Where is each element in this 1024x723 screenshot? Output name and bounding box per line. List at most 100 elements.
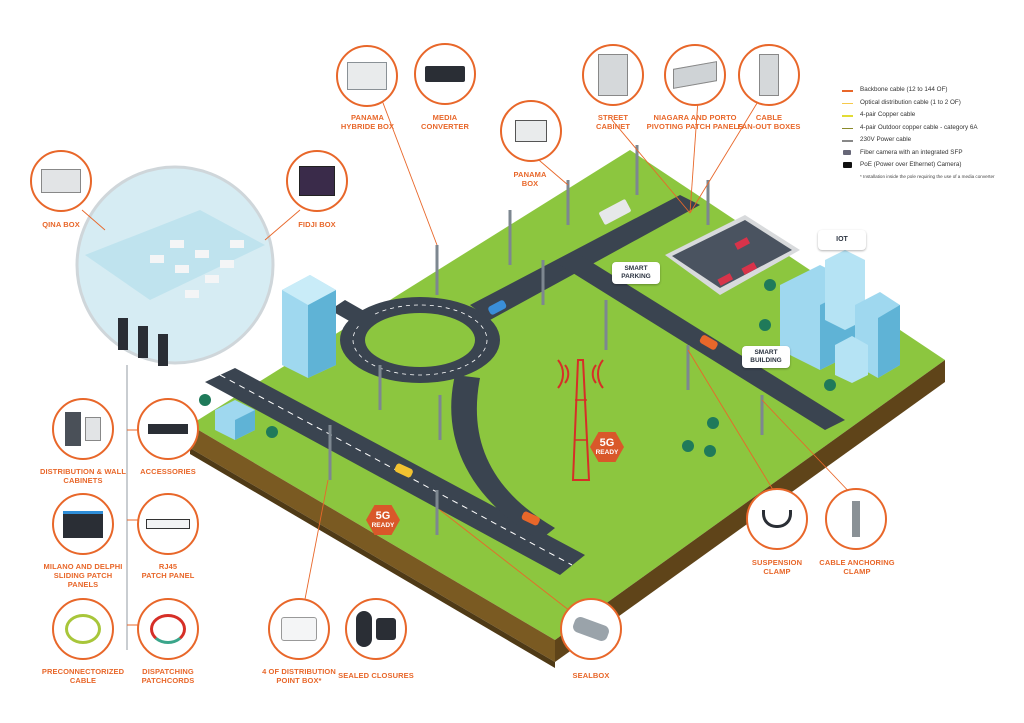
qina-label: QINA BOX	[42, 220, 80, 229]
panama-box-label: PANAMA BOX	[513, 170, 547, 188]
wall-cabinet-icon	[85, 417, 101, 441]
leader-lines	[81, 94, 856, 626]
sealed-closures-icon	[356, 611, 372, 647]
sealbox-label: SEALBOX	[572, 671, 610, 680]
cars	[394, 199, 718, 526]
legend-outdoor-copper: 4-pair Outdoor copper cable - category 6…	[842, 122, 1020, 135]
niagara-circle	[664, 44, 726, 106]
anchoring-clamp-label: CABLE ANCHORING CLAMP	[819, 558, 895, 576]
distribution-cabinets-circle	[52, 398, 114, 460]
accessories-circle	[137, 398, 199, 460]
suspension-clamp-label: SUSPENSION CLAMP	[751, 558, 803, 576]
5g-ready-sub: READY	[595, 448, 619, 456]
suspension-clamp-circle	[746, 488, 808, 550]
legend-label: Optical distribution cable (1 to 2 OF)	[860, 98, 961, 106]
panama-box-circle	[500, 100, 562, 162]
panama-hybride-icon	[347, 62, 387, 90]
street-cabinet-label: STREET CABINET	[595, 113, 631, 131]
distribution-cabinets-icon	[65, 412, 81, 446]
cable-fanout-circle	[738, 44, 800, 106]
curved-road	[451, 375, 555, 540]
sealbox-icon	[571, 615, 611, 643]
legend-fiber-camera: Fiber camera with an integrated SFP	[842, 147, 1020, 160]
legend-swatch-power	[842, 140, 853, 142]
milano-delphi-icon	[63, 510, 103, 538]
datacenter-zoom	[75, 165, 275, 650]
left-tower	[282, 275, 336, 378]
legend-label: 4-pair Copper cable	[860, 111, 916, 118]
panama-hybride-label: PANAMA HYBRIDE BOX	[340, 113, 395, 131]
niagara-icon	[673, 61, 717, 89]
legend-swatch-outdoor	[842, 127, 853, 129]
legend-label: 4-pair Outdoor copper cable - category 6…	[860, 123, 978, 131]
legend-swatch-copper	[842, 115, 853, 117]
legend-backbone: Backbone cable (12 to 144 OF)	[842, 84, 1020, 97]
legend-swatch-backbone	[842, 90, 853, 92]
left-road	[330, 300, 380, 330]
sealbox-circle	[560, 598, 622, 660]
milano-delphi-label: MILANO AND DELPHI SLIDING PATCH PANELS	[43, 562, 123, 589]
preconnectorized-label: PRECONNECTORIZED CABLE	[41, 667, 125, 685]
small-house	[215, 400, 255, 440]
rj45-circle	[137, 493, 199, 555]
anchoring-clamp-circle	[825, 488, 887, 550]
distribution-point-circle	[268, 598, 330, 660]
iot-buildings	[780, 250, 900, 383]
legend: Backbone cable (12 to 144 OF) Optical di…	[842, 84, 1020, 179]
legend-label: Backbone cable (12 to 144 OF)	[860, 86, 948, 93]
cable-fanout-label: CABLE FAN-OUT BOXES	[737, 113, 801, 131]
camera-icon	[843, 149, 851, 155]
legend-swatch-optical	[842, 102, 853, 104]
trees	[199, 279, 836, 457]
street-cabinet-icon	[598, 54, 628, 96]
sealed-closures-circle	[345, 598, 407, 660]
fidji-circle	[286, 150, 348, 212]
sealed-closures-label: SEALED CLOSURES	[338, 671, 414, 680]
suspension-clamp-icon	[762, 510, 792, 528]
panama-box-icon	[515, 120, 547, 142]
legend-label: 230V Power cable	[860, 136, 912, 143]
niagara-label: NIAGARA AND PORTO PIVOTING PATCH PANELS	[646, 113, 744, 131]
street-cabinet-circle	[582, 44, 644, 106]
iot-bubble: IOT	[818, 230, 866, 250]
5g-tower	[557, 359, 604, 481]
distribution-cabinets-label: DISTRIBUTION & WALL CABINETS	[39, 467, 127, 485]
smart-building-bubble: SMART BUILDING	[742, 346, 790, 368]
fidji-label: FIDJI BOX	[298, 220, 336, 229]
5g-ready-sub-2: READY	[371, 521, 395, 529]
distribution-point-icon	[281, 617, 317, 641]
legend-label: Fiber camera with an integrated SFP	[860, 148, 963, 156]
rj45-label: RJ45 PATCH PANEL	[141, 562, 195, 580]
media-converter-circle	[414, 43, 476, 105]
legend-note: * Installation inside the pole requiring…	[860, 173, 995, 179]
sealed-closures-icon-2	[376, 618, 396, 640]
rj45-icon	[146, 519, 190, 529]
dispatching-label: DISPATCHING PATCHCORDS	[141, 667, 195, 685]
accessories-icon	[148, 424, 188, 434]
panama-hybride-circle	[336, 45, 398, 107]
5g-ready-title-2: 5G	[375, 509, 391, 522]
legend-label: PoE (Power over Ethernet) Camera)	[860, 161, 962, 168]
media-converter-icon	[425, 66, 465, 82]
dispatching-circle	[137, 598, 199, 660]
smart-parking-bubble: SMART PARKING	[612, 262, 660, 284]
preconnectorized-icon	[65, 614, 101, 644]
preconnectorized-circle	[52, 598, 114, 660]
legend-optical: Optical distribution cable (1 to 2 OF)	[842, 97, 1020, 110]
legend-power: 230V Power cable	[842, 134, 1020, 147]
poe-camera-icon	[843, 162, 852, 168]
upper-road	[470, 195, 700, 320]
legend-copper: 4-pair Copper cable	[842, 109, 1020, 122]
poles	[328, 145, 764, 535]
accessories-label: ACCESSORIES	[140, 467, 196, 476]
legend-poe-camera: PoE (Power over Ethernet) Camera)	[842, 159, 1020, 172]
qina-circle	[30, 150, 92, 212]
dispatching-icon	[150, 614, 186, 644]
fidji-icon	[299, 166, 335, 196]
distribution-point-label: 4 OF DISTRIBUTION POINT BOX*	[262, 667, 336, 685]
5g-ready-badge-1: 5G READY	[590, 432, 624, 462]
media-converter-label: MEDIA CONVERTER	[421, 113, 469, 131]
anchoring-clamp-icon	[852, 501, 860, 537]
qina-icon	[41, 169, 81, 193]
parking-lot	[665, 215, 800, 295]
